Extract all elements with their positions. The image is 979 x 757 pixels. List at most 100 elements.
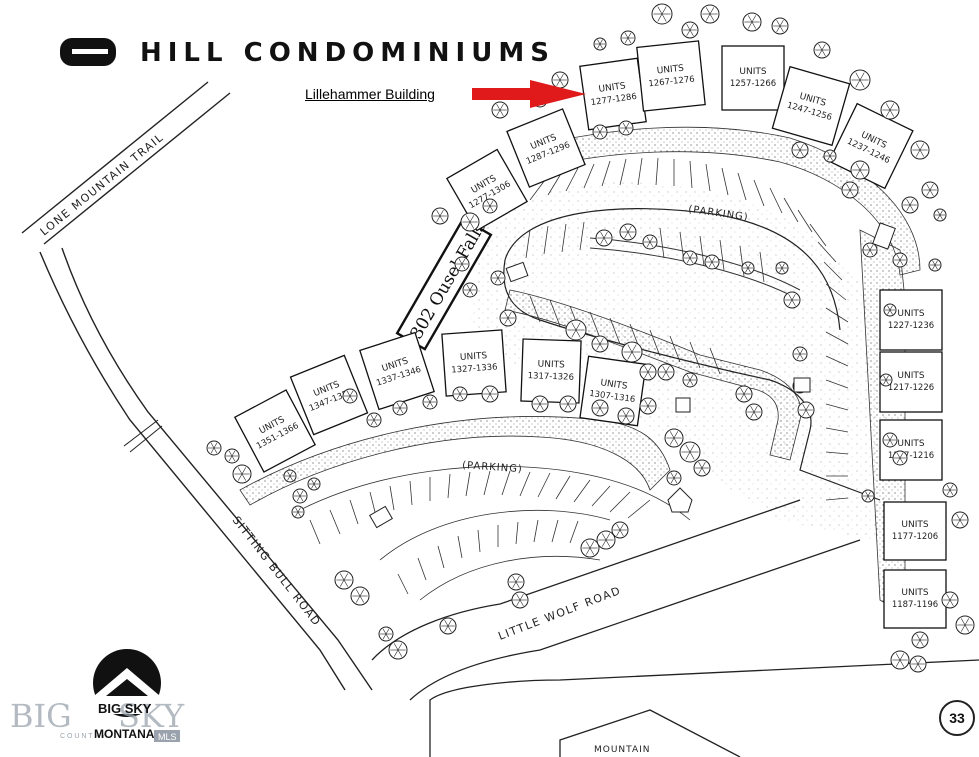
tree-branch (745, 263, 749, 269)
tree-icon (941, 591, 959, 609)
tree-branch (346, 390, 351, 397)
tree-icon (892, 450, 908, 466)
tree-branch (661, 6, 667, 15)
building-outline (883, 501, 947, 561)
tree-icon (791, 141, 809, 159)
tree-branch (709, 13, 715, 21)
tree-branch (447, 619, 452, 627)
building-outline (771, 65, 851, 147)
tree-branch (708, 261, 713, 268)
tree-branch (883, 375, 887, 381)
tree-branch (779, 25, 784, 33)
tree-branch (597, 43, 601, 49)
tree-branch (662, 371, 667, 379)
tree-icon (657, 363, 675, 381)
tree-icon (439, 617, 457, 635)
tree-branch (949, 489, 954, 496)
tree-branch (213, 447, 218, 454)
tree-branch (686, 257, 691, 264)
tree-icon (942, 482, 958, 498)
tree-icon (619, 223, 637, 241)
tree-branch (776, 19, 781, 27)
tree-branch (601, 539, 607, 547)
tree-branch (516, 593, 521, 601)
tree-branch (960, 624, 966, 632)
tree-branch (647, 371, 652, 379)
tree-branch (627, 225, 632, 233)
tree-branch (382, 633, 387, 640)
parking-label-south: (PARKING) (462, 460, 523, 475)
tree-branch (859, 169, 865, 177)
tree-icon (951, 511, 969, 529)
tree-icon (291, 505, 305, 519)
tree-branch (705, 7, 711, 15)
tree-icon (681, 21, 699, 39)
tree-icon (642, 234, 658, 250)
tree-branch (946, 484, 951, 491)
building-unit-range: 1257-1266 (730, 79, 776, 89)
tree-branch (859, 72, 865, 81)
tree-branch (662, 365, 667, 373)
tree-branch (866, 249, 871, 256)
building-units-label: UNITS (460, 351, 488, 363)
tree-branch (747, 15, 753, 23)
tree-branch (673, 437, 679, 445)
tree-branch (289, 471, 293, 477)
tree-branch (515, 581, 520, 589)
tree-branch (689, 252, 694, 259)
tree-branch (869, 249, 874, 256)
tree-branch (564, 403, 569, 411)
tree-icon (955, 615, 975, 635)
tree-branch (295, 511, 299, 517)
tree-branch (934, 264, 938, 270)
tree-branch (939, 210, 943, 216)
tree-icon (490, 270, 506, 286)
tree-branch (788, 299, 793, 307)
tree-branch (895, 659, 901, 667)
tree-branch (589, 541, 595, 549)
tree-icon (591, 399, 609, 417)
tree-branch (827, 151, 831, 157)
tree-branch (600, 237, 605, 245)
tree-branch (670, 477, 675, 484)
tree-branch (210, 447, 215, 454)
tree-icon (880, 100, 900, 120)
tree-branch (646, 241, 651, 248)
tree-branch (917, 663, 922, 671)
tree-branch (631, 344, 637, 353)
tree-icon (639, 363, 657, 381)
tree-icon (797, 401, 815, 419)
tree-branch (385, 628, 390, 635)
tree-branch (397, 643, 403, 651)
tree-branch (624, 37, 629, 44)
tree-branch (355, 595, 361, 603)
tree-branch (919, 149, 925, 157)
tree-icon (651, 3, 673, 25)
building-group: UNITS1277-1286UNITS1267-1276UNITS1257-12… (233, 40, 947, 629)
logo-country-text: C O U N T R Y (60, 733, 106, 740)
tree-branch (753, 411, 758, 419)
tree-branch (818, 43, 823, 51)
tree-branch (796, 143, 801, 151)
tree-branch (686, 252, 691, 259)
tree-branch (373, 414, 378, 421)
tree-icon (771, 17, 789, 35)
tree-icon (388, 640, 408, 660)
tree-branch (346, 395, 351, 402)
tree-branch (589, 547, 595, 555)
tree-branch (296, 490, 301, 497)
tree-branch (297, 511, 301, 517)
tree-branch (747, 267, 751, 273)
walkway-north (519, 126, 921, 276)
tree-branch (605, 539, 611, 547)
building-outline (879, 289, 943, 351)
tree-icon (639, 397, 657, 415)
parking-stalls-south (299, 465, 691, 601)
tree-icon (307, 477, 321, 491)
tree-branch (559, 73, 564, 81)
tree-branch (295, 507, 299, 513)
tree-branch (596, 343, 601, 351)
